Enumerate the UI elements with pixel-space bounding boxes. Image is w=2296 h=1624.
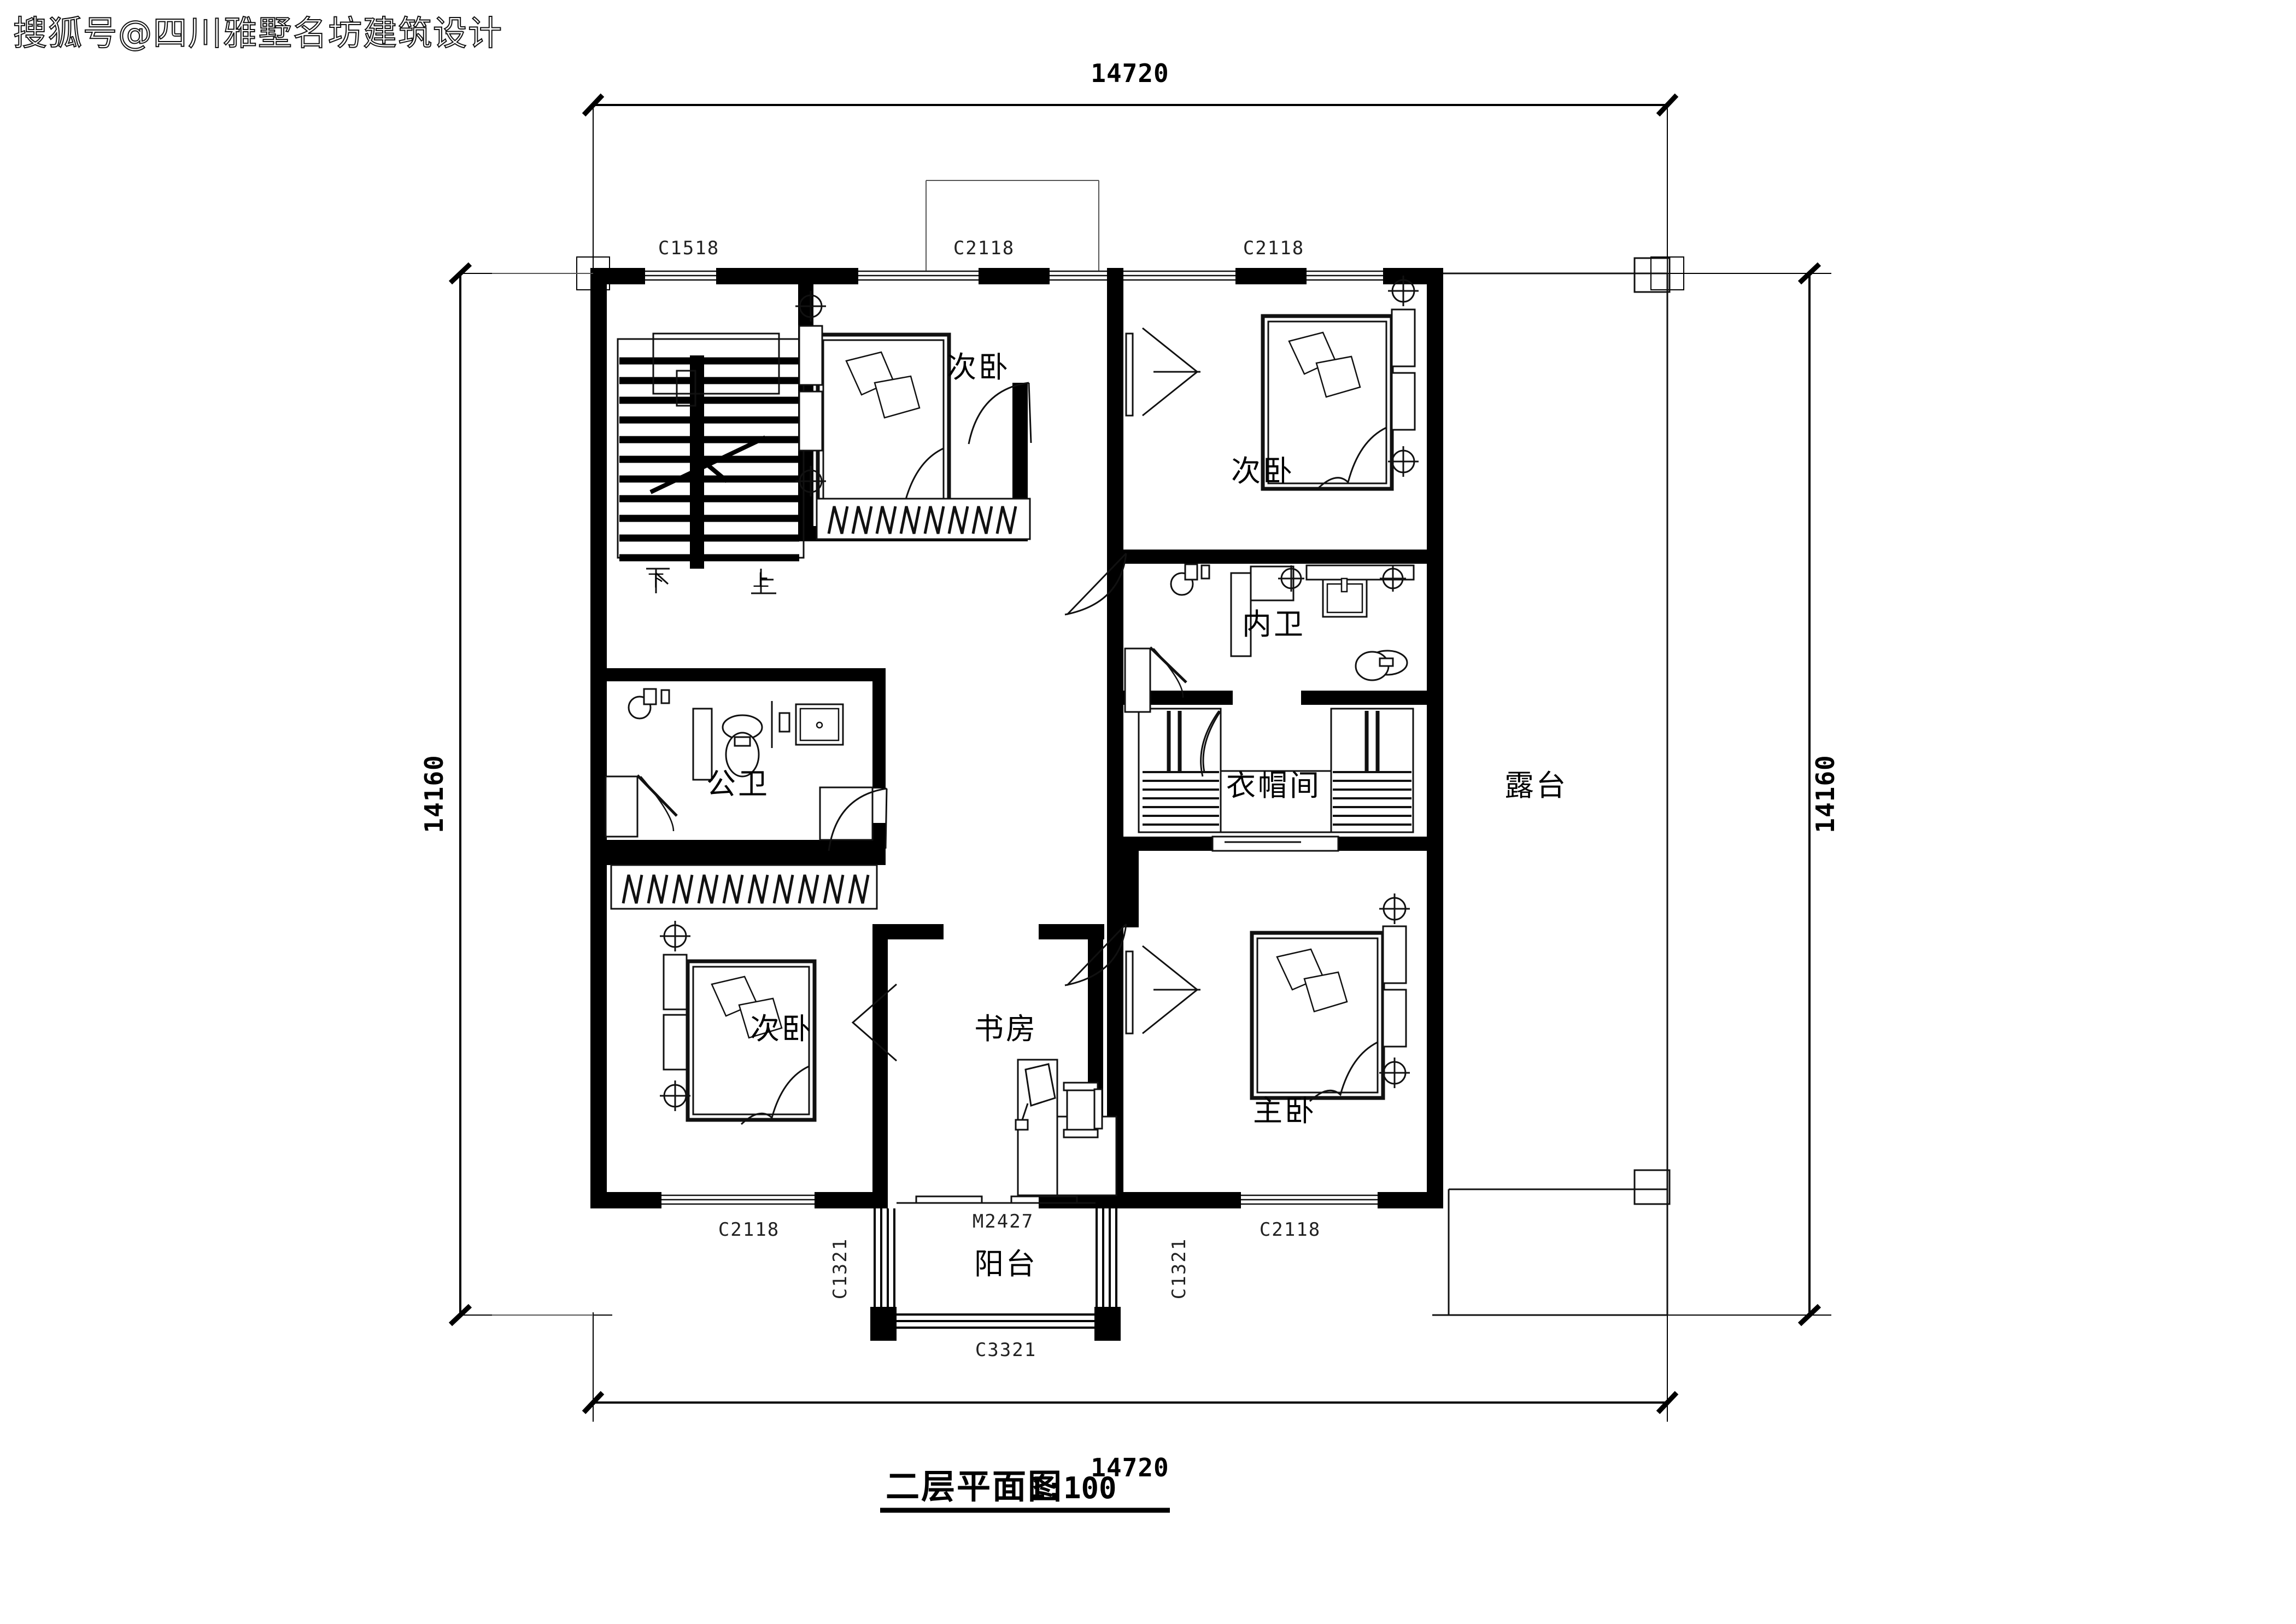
opening-tag-door-m2427-balcony: M2427 xyxy=(973,1211,1034,1232)
stair-label-up: 上 xyxy=(753,571,769,591)
opening-tag-window-c1518-top: C1518 xyxy=(658,237,719,259)
ensuite-bath-fixtures xyxy=(1124,563,1415,713)
wardrobe-top-left xyxy=(816,498,1031,540)
bed-top-right xyxy=(1261,276,1419,491)
wardrobes xyxy=(610,498,1031,910)
dimension-top: 14720 xyxy=(1091,59,1169,88)
opening-tag-window-c1321-left: C1321 xyxy=(829,1238,851,1299)
room-label-balcony: 阳台 xyxy=(974,1247,1038,1281)
projection-lines xyxy=(492,180,1099,1316)
opening-tags: C1518 C2118 C2118 C2118 C1321 M2427 C132… xyxy=(658,237,1321,1361)
dimension-left: 14160 xyxy=(419,755,449,833)
bed-master xyxy=(1250,893,1410,1102)
room-label-terrace: 露台 xyxy=(1504,768,1568,803)
wardrobe-bottom-left xyxy=(610,864,878,910)
opening-tag-window-c1321-right: C1321 xyxy=(1168,1238,1190,1299)
room-label-bedroom-2-bottom: 次卧 xyxy=(750,1012,813,1046)
sliding-door-marks xyxy=(851,327,1200,1062)
staircase xyxy=(617,332,805,594)
door-swings xyxy=(828,382,1220,986)
study-desk xyxy=(1015,1059,1117,1196)
room-label-bedroom-2-top-left: 次卧 xyxy=(947,350,1010,384)
public-bath-fixtures xyxy=(605,688,874,841)
stair-label-down: 下 xyxy=(648,571,664,591)
drawing-scale: 1:100 xyxy=(1028,1471,1117,1505)
title-block: 二层平面图 1:100 xyxy=(880,1467,1170,1513)
closet-shelving xyxy=(1138,708,1414,852)
balcony xyxy=(870,1195,1121,1341)
room-label-public-bath: 公卫 xyxy=(706,767,770,801)
room-label-walk-in-closet: 衣帽间 xyxy=(1226,768,1321,803)
opening-tag-window-c3321-balcony: C3321 xyxy=(975,1339,1036,1361)
dimension-right: 14160 xyxy=(1811,755,1840,833)
stair-direction-labels: 下 上 xyxy=(648,571,769,591)
room-label-bedroom-2-top-right: 次卧 xyxy=(1231,454,1295,488)
terrace-outline xyxy=(1432,257,1671,1316)
dimension-lines xyxy=(448,93,1831,1422)
opening-tag-window-c2118-bottom-left: C2118 xyxy=(718,1219,780,1241)
opening-tag-window-c2118-bottom-right: C2118 xyxy=(1260,1219,1321,1241)
room-label-master-bedroom: 主卧 xyxy=(1253,1094,1316,1128)
window-mullions xyxy=(645,270,1383,1205)
drawing-title: 二层平面图 xyxy=(886,1467,1063,1506)
opening-tag-window-c2118-top-right: C2118 xyxy=(1243,237,1304,259)
dimension-bottom: 14720 xyxy=(1091,1453,1169,1482)
room-label-study: 书房 xyxy=(974,1012,1038,1046)
furniture-beds xyxy=(660,276,1419,1125)
bed-bottom-left xyxy=(660,921,817,1125)
watermark-text: 搜狐号@四川雅墅名坊建筑设计 xyxy=(13,13,503,54)
room-label-ensuite-bath: 内卫 xyxy=(1242,607,1305,641)
opening-tag-window-c2118-top-mid: C2118 xyxy=(953,237,1015,259)
room-labels: 次卧 次卧 内卫 衣帽间 露台 公卫 次卧 书房 主卧 阳台 xyxy=(706,350,1568,1281)
bed-top-left xyxy=(795,291,951,517)
